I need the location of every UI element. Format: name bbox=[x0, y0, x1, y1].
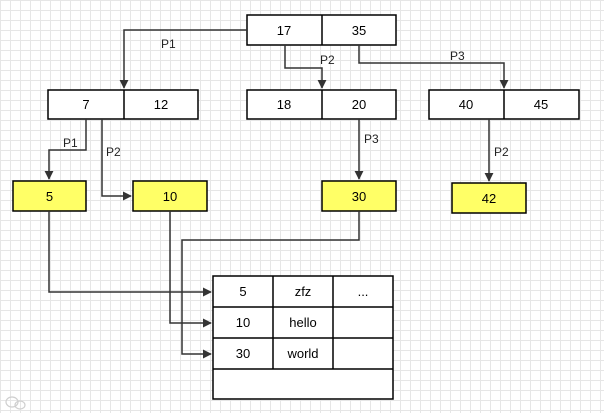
node-b-key-2: 20 bbox=[352, 97, 366, 112]
label-root-p2: P2 bbox=[320, 53, 335, 67]
leaf-5-key: 5 bbox=[46, 189, 53, 204]
row-2-name: hello bbox=[289, 315, 316, 330]
leaf-10-row-arrow bbox=[169, 211, 212, 328]
label-a-p2: P2 bbox=[106, 145, 121, 159]
leaf-node-30: 30 bbox=[321, 180, 397, 212]
leaf-10-key: 10 bbox=[163, 189, 177, 204]
wechat-logo-icon bbox=[5, 396, 26, 410]
root-p2-arrow bbox=[284, 45, 327, 89]
label-c-p2: P2 bbox=[494, 145, 509, 159]
root-node: 17 35 bbox=[246, 14, 397, 46]
row-1-name: zfz bbox=[295, 284, 312, 299]
leaf-node-5: 5 bbox=[12, 180, 87, 212]
internal-node-b: 18 20 bbox=[246, 89, 397, 120]
row-1-id: 5 bbox=[239, 284, 246, 299]
leaf-30-row-arrow bbox=[181, 211, 360, 359]
leaf-42-key: 42 bbox=[482, 191, 496, 206]
label-b-p3: P3 bbox=[364, 132, 379, 146]
node-a-key-1: 7 bbox=[82, 97, 89, 112]
internal-node-a: 7 12 bbox=[47, 89, 199, 120]
node-a-key-2: 12 bbox=[154, 97, 168, 112]
root-key-2: 35 bbox=[352, 23, 366, 38]
node-c-key-1: 40 bbox=[459, 97, 473, 112]
leaf-node-10: 10 bbox=[132, 180, 208, 212]
row-3-id: 30 bbox=[236, 346, 250, 361]
node-a-p1-arrow bbox=[44, 119, 87, 180]
internal-node-c: 40 45 bbox=[428, 89, 580, 120]
node-b-key-1: 18 bbox=[277, 97, 291, 112]
root-key-1: 17 bbox=[277, 23, 291, 38]
leaf-5-row-arrow bbox=[48, 211, 212, 297]
leaf-30-key: 30 bbox=[352, 189, 366, 204]
root-p3-arrow bbox=[358, 45, 509, 89]
row-3-name: world bbox=[286, 346, 318, 361]
label-root-p1: P1 bbox=[161, 37, 176, 51]
row-2-id: 10 bbox=[236, 315, 250, 330]
data-table: 5 zfz ... 10 hello 30 world bbox=[212, 275, 394, 400]
label-a-p1: P1 bbox=[63, 136, 78, 150]
row-1-extra: ... bbox=[358, 284, 369, 299]
root-p1-arrow bbox=[119, 29, 247, 89]
node-a-p2-arrow bbox=[101, 119, 132, 201]
leaf-node-42: 42 bbox=[451, 182, 527, 214]
node-c-key-2: 45 bbox=[534, 97, 548, 112]
label-root-p3: P3 bbox=[450, 49, 465, 63]
